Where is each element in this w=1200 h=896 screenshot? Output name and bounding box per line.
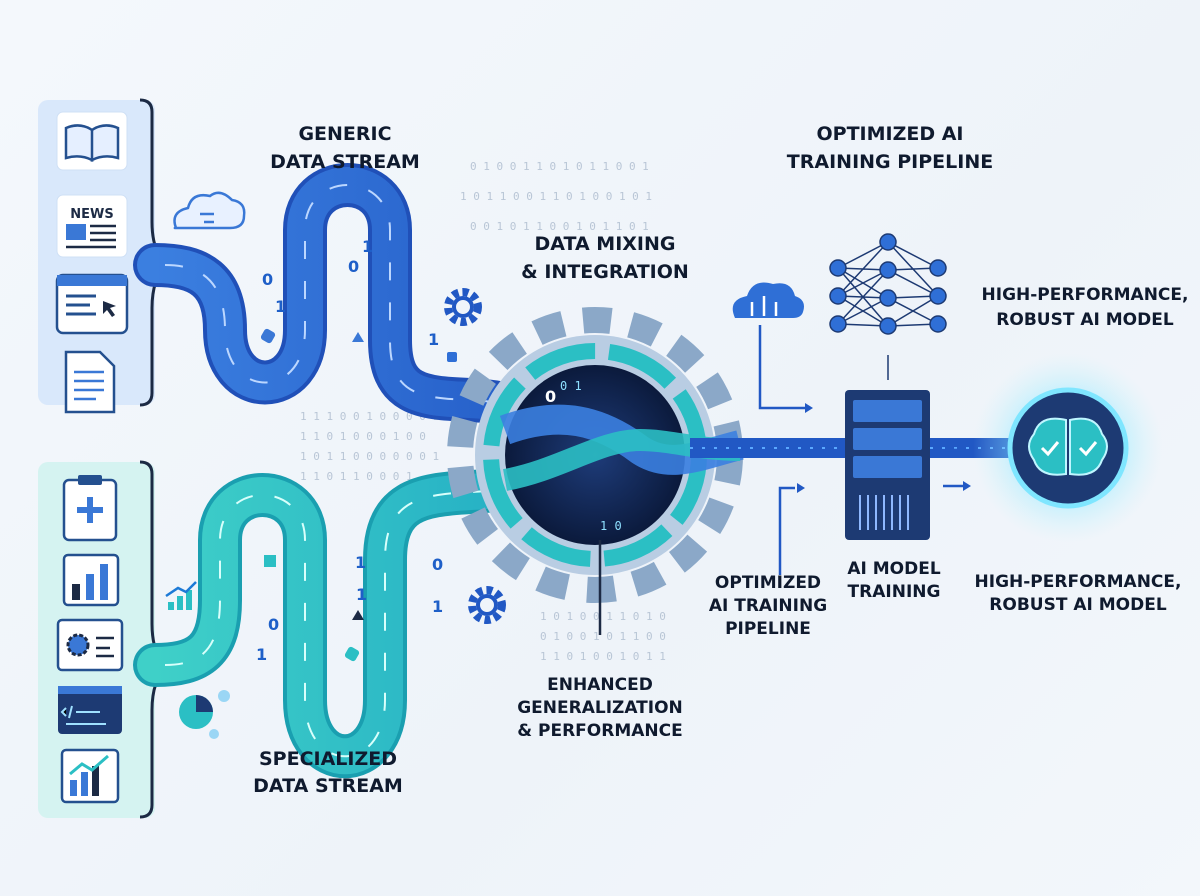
svg-text:ENHANCED: ENHANCED bbox=[547, 675, 653, 695]
svg-text:& INTEGRATION: & INTEGRATION bbox=[521, 261, 689, 283]
svg-text:0 1 0 0 1 0 1 1 0 0: 0 1 0 0 1 0 1 1 0 0 bbox=[540, 630, 666, 643]
svg-text:PIPELINE: PIPELINE bbox=[725, 619, 811, 639]
svg-text:1 1 1 0 0 1 0 0 0 0 1: 1 1 1 0 0 1 0 0 0 0 1 bbox=[300, 410, 439, 423]
svg-text:1: 1 bbox=[362, 237, 373, 256]
medical-clipboard-icon bbox=[62, 475, 118, 542]
svg-text:TRAINING PIPELINE: TRAINING PIPELINE bbox=[787, 151, 993, 173]
svg-text:1 0: 1 0 bbox=[600, 519, 622, 533]
svg-text:ROBUST AI MODEL: ROBUST AI MODEL bbox=[989, 595, 1167, 615]
svg-text:0 1 0 0 1 1 0 1 0 1 1 0 0 1: 0 1 0 0 1 1 0 1 0 1 1 0 0 1 bbox=[470, 160, 649, 173]
document-icon bbox=[64, 350, 116, 414]
svg-text:HIGH-PERFORMANCE,: HIGH-PERFORMANCE, bbox=[982, 285, 1189, 305]
svg-text:& PERFORMANCE: & PERFORMANCE bbox=[517, 721, 682, 741]
svg-text:GENERIC: GENERIC bbox=[298, 123, 391, 145]
cloud-icon bbox=[173, 191, 246, 230]
cloud-settings-icon bbox=[732, 282, 813, 413]
svg-text:1 0 1 0 0 1 1 0 1 0: 1 0 1 0 0 1 1 0 1 0 bbox=[540, 610, 666, 623]
generic-data-stream bbox=[133, 163, 622, 462]
svg-text:TRAINING: TRAINING bbox=[848, 582, 941, 602]
specialized-sources-panel bbox=[38, 460, 170, 819]
ai-brain-model bbox=[973, 353, 1163, 543]
label-specialized-stream: SPECIALIZED DATA STREAM bbox=[253, 748, 403, 797]
brain-icon bbox=[1028, 417, 1108, 476]
svg-text:1 0 1 1 0 0 1 1 0 1 0 0 1 0 1: 1 0 1 1 0 0 1 1 0 1 0 0 1 0 1 bbox=[460, 190, 652, 203]
svg-text:1 1 0 1 0 0 0 1 0 0: 1 1 0 1 0 0 0 1 0 0 bbox=[300, 430, 426, 443]
svg-text:0 0 1 0 1 1 0 0 1 0 1 1 0 1: 0 0 1 0 1 1 0 0 1 0 1 1 0 1 bbox=[470, 220, 649, 233]
server-icon bbox=[845, 390, 930, 540]
svg-text:1: 1 bbox=[355, 553, 366, 572]
label-enhanced: ENHANCED GENERALIZATION & PERFORMANCE bbox=[517, 675, 683, 741]
book-icon bbox=[56, 111, 128, 171]
label-model-training: AI MODEL TRAINING bbox=[847, 559, 940, 602]
svg-text:0: 0 bbox=[262, 270, 273, 289]
news-label: NEWS bbox=[70, 207, 113, 222]
svg-text:1 1 0 1 0 0 1 0 1 1: 1 1 0 1 0 0 1 0 1 1 bbox=[540, 650, 666, 663]
svg-text:0: 0 bbox=[432, 555, 443, 574]
label-pipeline-top: OPTIMIZED AI TRAINING PIPELINE bbox=[787, 123, 993, 173]
svg-text:0: 0 bbox=[348, 257, 359, 276]
svg-text:OPTIMIZED AI: OPTIMIZED AI bbox=[817, 123, 964, 145]
svg-text:AI MODEL: AI MODEL bbox=[847, 559, 940, 579]
svg-text:1: 1 bbox=[432, 597, 443, 616]
svg-text:HIGH-PERFORMANCE,: HIGH-PERFORMANCE, bbox=[975, 572, 1182, 592]
settings-panel-icon bbox=[56, 618, 124, 672]
svg-text:AI TRAINING: AI TRAINING bbox=[709, 596, 827, 616]
label-robust-bottom: HIGH-PERFORMANCE, ROBUST AI MODEL bbox=[975, 572, 1182, 615]
svg-text:SPECIALIZED: SPECIALIZED bbox=[259, 748, 397, 770]
bar-chart-icon bbox=[62, 553, 120, 607]
svg-text:0: 0 bbox=[545, 387, 556, 406]
growth-chart-icon bbox=[60, 748, 120, 804]
neural-network-icon bbox=[829, 233, 947, 380]
svg-text:1: 1 bbox=[428, 330, 439, 349]
svg-text:DATA MIXING: DATA MIXING bbox=[535, 233, 676, 255]
label-generic-stream: GENERIC DATA STREAM bbox=[270, 123, 420, 173]
svg-text:1: 1 bbox=[256, 645, 267, 664]
gear-icon bbox=[444, 288, 482, 326]
pipeline-arrow bbox=[778, 486, 795, 575]
newspaper-icon: NEWS bbox=[56, 194, 128, 258]
trend-chart-icon bbox=[165, 581, 197, 610]
svg-text:1: 1 bbox=[356, 585, 367, 604]
gear-icon-bottom bbox=[468, 586, 506, 624]
svg-text:1: 1 bbox=[275, 297, 286, 316]
svg-text:0: 0 bbox=[268, 615, 279, 634]
label-pipeline-bottom: OPTIMIZED AI TRAINING PIPELINE bbox=[709, 573, 827, 639]
svg-text:ROBUST AI MODEL: ROBUST AI MODEL bbox=[996, 310, 1174, 330]
svg-text:GENERALIZATION: GENERALIZATION bbox=[517, 698, 683, 718]
svg-text:0 1: 0 1 bbox=[560, 379, 582, 393]
svg-text:DATA STREAM: DATA STREAM bbox=[270, 151, 420, 173]
generic-sources-panel: NEWS bbox=[38, 98, 170, 414]
pie-chart-icon bbox=[179, 690, 230, 739]
svg-text:OPTIMIZED: OPTIMIZED bbox=[715, 573, 821, 593]
svg-text:DATA STREAM: DATA STREAM bbox=[253, 775, 403, 797]
label-data-mixing: DATA MIXING & INTEGRATION bbox=[521, 233, 689, 283]
stream-digits: 0 1 0 1 1 0 1 0 1 0 1 1 bbox=[256, 237, 556, 664]
code-window-icon bbox=[58, 686, 122, 734]
label-robust-top: HIGH-PERFORMANCE, ROBUST AI MODEL bbox=[982, 285, 1189, 330]
svg-text:1 1 0 1 1 0 0 0 1: 1 1 0 1 1 0 0 0 1 bbox=[300, 470, 413, 483]
svg-text:1 0 1 1 0 0 0 0 0 0 1: 1 0 1 1 0 0 0 0 0 0 1 bbox=[300, 450, 439, 463]
binary-background: 0 1 0 0 1 1 0 1 0 1 1 0 0 1 1 0 1 1 0 0 … bbox=[300, 160, 666, 663]
web-page-icon bbox=[55, 273, 129, 335]
